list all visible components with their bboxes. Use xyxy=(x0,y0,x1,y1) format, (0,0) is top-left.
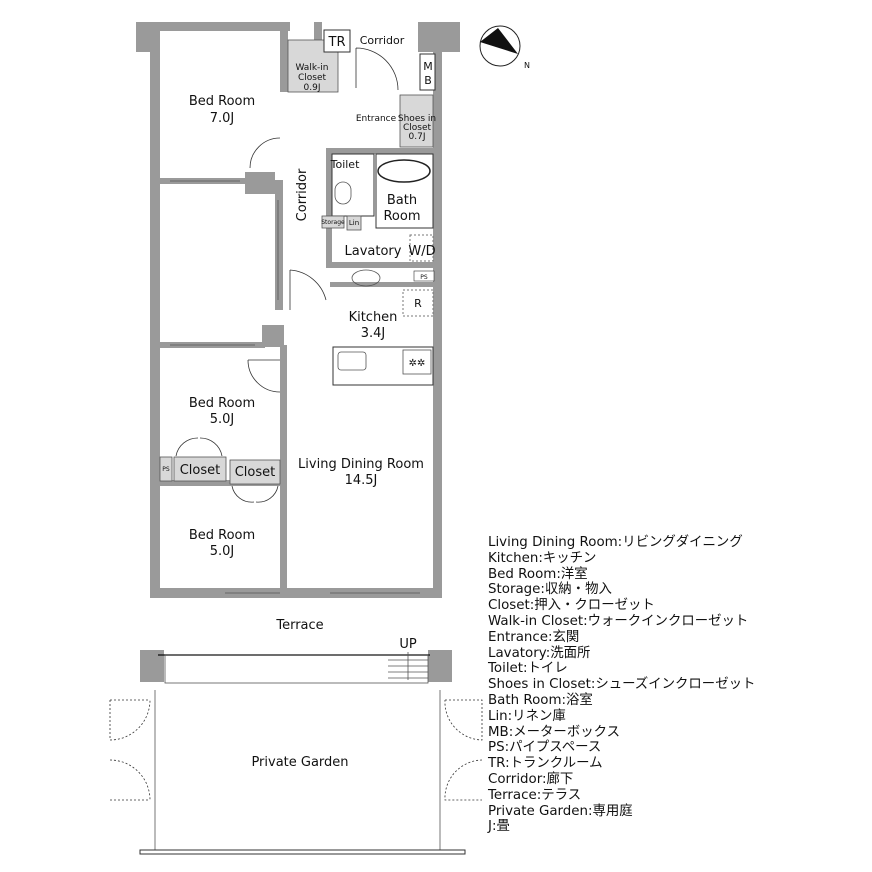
trunk-room[interactable]: TR xyxy=(323,29,351,53)
legend-item: Kitchen:キッチン xyxy=(488,550,597,566)
toilet-bowl-icon xyxy=(334,181,352,205)
stairs xyxy=(164,652,429,684)
living-dining-room[interactable]: Living Dining Room 14.5J xyxy=(298,457,424,488)
room-size: 14.5J xyxy=(345,473,378,488)
room-name: Living Dining Room xyxy=(298,457,424,472)
bathtub-icon xyxy=(377,159,431,183)
room-name: Bed Room xyxy=(189,396,255,411)
legend-item: MB:メーターボックス xyxy=(488,724,620,740)
burner-icon: ✲✲ xyxy=(409,358,426,369)
gate-right[interactable] xyxy=(444,699,483,801)
room-name: Toilet xyxy=(330,158,360,171)
room-name: Private Garden xyxy=(251,755,348,770)
entrance-label: Entrance xyxy=(356,114,397,124)
walk-in-closet[interactable]: Walk-in Closet 0.9J xyxy=(287,39,339,93)
shoes-in-closet[interactable]: Shoes in Closet 0.7J xyxy=(398,94,436,148)
legend-item: Entrance:玄関 xyxy=(488,629,580,645)
windows xyxy=(170,180,420,594)
walls xyxy=(136,22,460,682)
room-size: 0.7J xyxy=(409,132,426,142)
legend-item: J:畳 xyxy=(488,819,510,835)
gate-left[interactable] xyxy=(109,699,151,801)
room-name: TR xyxy=(328,35,346,50)
bed-room-1[interactable]: Bed Room 7.0J xyxy=(189,94,281,169)
room-name: Closet xyxy=(403,123,432,133)
legend-item: Private Garden:専用庭 xyxy=(488,803,633,819)
room-size: 7.0J xyxy=(210,111,235,126)
door-swing[interactable] xyxy=(249,137,281,169)
door-swing[interactable] xyxy=(289,269,327,310)
mb-label: B xyxy=(424,74,432,87)
corridor-label: Corridor xyxy=(360,34,405,47)
room-name: Bed Room xyxy=(189,94,255,109)
bed-room-3[interactable]: Bed Room 5.0J xyxy=(189,528,255,559)
legend-item: Bed Room:洋室 xyxy=(488,566,588,582)
legend-item: TR:トランクルーム xyxy=(488,756,603,772)
legend-item: Storage:収納・物入 xyxy=(488,582,612,598)
legend-item: Shoes in Closet:シューズインクローゼット xyxy=(488,677,756,693)
legend-item: Bath Room:浴室 xyxy=(488,692,593,708)
door-swing[interactable] xyxy=(247,359,281,393)
stove-icon xyxy=(402,349,432,375)
room-size: 5.0J xyxy=(210,544,235,559)
sink-icon xyxy=(351,269,381,287)
room-size: 3.4J xyxy=(361,326,386,341)
lavatory[interactable]: Lavatory W/D PS xyxy=(289,234,436,310)
room-size: 0.9J xyxy=(304,83,321,93)
toilet[interactable]: Toilet Storage Lin xyxy=(321,153,375,231)
wd-label: W/D xyxy=(408,244,435,259)
svg-text:N: N xyxy=(524,61,530,70)
entry-door[interactable] xyxy=(355,47,399,91)
closet-doors[interactable] xyxy=(175,437,223,457)
closet-label: Closet xyxy=(235,465,276,480)
kitchen-counter xyxy=(332,346,434,386)
fridge-label: R xyxy=(414,297,422,310)
ps-label: PS xyxy=(420,274,428,281)
room-name: Bath xyxy=(387,193,417,208)
closet-1[interactable]: PS Closet xyxy=(159,437,227,482)
closet-doors[interactable] xyxy=(231,485,279,503)
room-name: Closet xyxy=(298,73,327,83)
legend-item: Toilet:トイレ xyxy=(488,661,568,677)
room-name: Room xyxy=(383,209,420,224)
bath-room[interactable]: Bath Room xyxy=(375,153,434,229)
legend-item: Living Dining Room:リビングダイニング xyxy=(488,535,743,550)
ps-label: PS xyxy=(162,466,170,473)
legend-item: PS:パイプスペース xyxy=(488,740,602,756)
room-name: Terrace xyxy=(275,618,323,633)
legend-item: Lavatory:洗面所 xyxy=(488,645,591,661)
kitchen[interactable]: R Kitchen 3.4J ✲✲ xyxy=(332,289,434,386)
room-size: 5.0J xyxy=(210,412,235,427)
room-name: Walk-in xyxy=(295,63,328,73)
room-name: Lavatory xyxy=(345,244,402,259)
legend-item: Walk-in Closet:ウォークインクローゼット xyxy=(488,613,749,629)
legend-item: Closet:押入・クローゼット xyxy=(488,598,655,614)
room-name: Kitchen xyxy=(349,310,398,325)
storage-label: Storage xyxy=(321,219,345,226)
mb-label: M xyxy=(423,60,433,73)
room-name: Shoes in xyxy=(398,114,436,124)
closet-2[interactable]: Closet xyxy=(229,459,281,503)
private-garden[interactable]: Private Garden xyxy=(109,690,483,855)
room-name: Bed Room xyxy=(189,528,255,543)
corridor-side-label: Corridor xyxy=(295,168,310,221)
legend-item: Corridor:廊下 xyxy=(488,771,574,787)
lin-label: Lin xyxy=(349,219,359,227)
legend-item: Terrace:テラス xyxy=(488,787,582,803)
north-arrow-icon: N xyxy=(479,25,530,70)
sink-icon xyxy=(337,351,367,371)
terrace[interactable]: Terrace UP xyxy=(158,618,430,684)
washer-dryer xyxy=(409,234,434,262)
stairs-up-label: UP xyxy=(399,637,417,652)
meter-box[interactable]: M B xyxy=(419,53,436,91)
legend-item: Lin:リネン庫 xyxy=(488,708,566,724)
bed-room-2[interactable]: Bed Room 5.0J xyxy=(189,359,281,427)
closet-label: Closet xyxy=(180,463,221,478)
